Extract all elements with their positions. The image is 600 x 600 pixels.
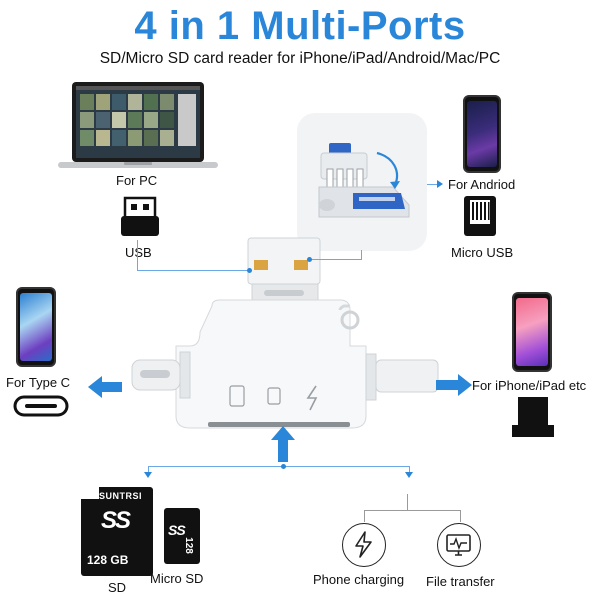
label-micro-usb: Micro USB — [451, 245, 514, 260]
label-phone-charging: Phone charging — [313, 572, 405, 587]
sd-card-image: SUNTRSI SS 128 GB — [81, 487, 153, 576]
android-phone-image — [463, 95, 501, 173]
sd-card-brand: SUNTRSI — [99, 491, 143, 501]
micro-usb-icon — [462, 194, 498, 238]
connector-dot — [281, 464, 286, 469]
iphone-image — [512, 292, 552, 372]
connector-android-horizontal — [310, 259, 362, 260]
connector-dot — [247, 268, 252, 273]
micro-usb-closeup — [297, 113, 427, 251]
micro-sd-card-capacity: 128 — [182, 537, 194, 554]
connector-usb-horizontal — [137, 270, 250, 271]
connector-tree-stem — [407, 494, 408, 510]
page-subtitle: SD/Micro SD card reader for iPhone/iPad/… — [99, 50, 501, 67]
connector-dot — [307, 257, 312, 262]
page-title: 4 in 1 Multi-Ports — [134, 4, 466, 48]
lightning-icon — [510, 395, 556, 439]
label-for-type-c: For Type C — [6, 375, 71, 390]
usb-icon — [119, 196, 161, 238]
label-file-transfer: File transfer — [426, 574, 495, 589]
label-sd: SD — [108, 580, 127, 595]
connector-android-vertical — [361, 250, 362, 260]
arrow-head — [144, 472, 152, 478]
file-transfer-icon — [437, 523, 481, 567]
type-c-icon — [13, 395, 69, 417]
connector-bottom-left — [148, 466, 149, 474]
arrow-head — [405, 472, 413, 478]
label-for-pc: For PC — [116, 173, 158, 188]
sd-card-logo: SS — [101, 507, 131, 534]
connector-android-arrow — [427, 184, 437, 185]
arrow-right-icon — [436, 374, 472, 396]
connector-usb-vertical — [137, 240, 138, 270]
connector-tree-bar — [364, 510, 460, 511]
micro-sd-card-logo: SS — [168, 522, 186, 538]
label-usb: USB — [125, 245, 152, 260]
connector-tree-left — [364, 510, 365, 522]
arrow-right-small — [437, 180, 443, 188]
type-c-phone-image — [16, 287, 56, 367]
phone-charging-icon — [342, 523, 386, 567]
adapter-device-image — [130, 236, 475, 436]
label-for-android: For Andriod — [448, 177, 516, 192]
connector-bottom-horizontal — [148, 466, 410, 467]
connector-tree-right — [460, 510, 461, 522]
laptop-image — [58, 80, 218, 170]
sd-card-capacity: 128 GB — [87, 553, 129, 567]
arrow-left-icon — [88, 376, 122, 398]
micro-sd-card-image: SS 128 — [164, 508, 200, 564]
label-for-iphone: For iPhone/iPad etc — [472, 378, 587, 393]
connector-bottom-right — [409, 466, 410, 474]
label-micro-sd: Micro SD — [150, 571, 204, 586]
arrow-up-icon — [271, 426, 295, 462]
